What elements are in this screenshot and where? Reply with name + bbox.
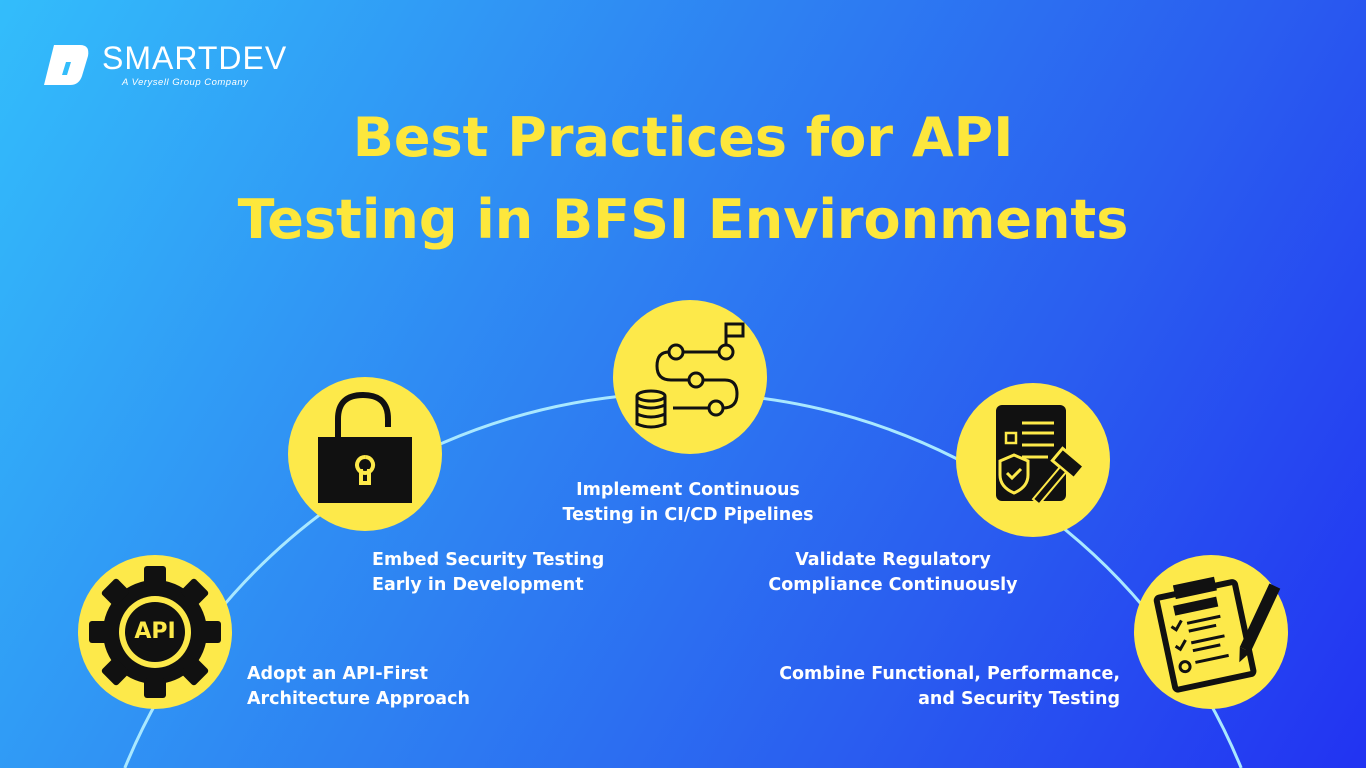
practice-label-compliance: Validate Regulatory Compliance Continuou… [693,548,1093,598]
practice-node-security [288,377,442,531]
practice-node-cicd [613,300,767,454]
checklist-icon [1153,576,1281,693]
label-line: Compliance Continuously [768,575,1018,595]
practice-label-cicd: Implement Continuous Testing in CI/CD Pi… [488,478,888,528]
label-line: Implement Continuous [576,480,800,500]
api-badge-text: API [134,619,176,644]
label-line: Testing in CI/CD Pipelines [562,505,814,525]
label-line: and Security Testing [918,689,1120,709]
page-title-line2: Testing in BFSI Environments [237,188,1129,251]
brand-name: SMARTDEV [102,40,288,76]
page-title-line1: Best Practices for API [352,106,1014,169]
label-line: Architecture Approach [247,689,470,709]
label-line: Adopt an API-First [247,664,428,684]
practice-node-combined-testing [1134,555,1288,709]
label-line: Embed Security Testing [372,550,605,570]
practice-node-compliance [956,383,1110,537]
label-line: Early in Development [372,575,584,595]
practice-label-api-first: Adopt an API-First Architecture Approach [247,662,470,712]
label-line: Validate Regulatory [795,550,991,570]
label-line: Combine Functional, Performance, [779,664,1120,684]
practice-label-security: Embed Security Testing Early in Developm… [372,548,604,598]
brand-tagline: A Verysell Group Company [122,77,249,88]
pipeline-icon [635,322,745,429]
practice-label-combined-testing: Combine Functional, Performance, and Sec… [720,662,1120,712]
smartdev-logo-icon [44,45,89,85]
padlock-icon [318,391,412,503]
practice-node-api-first: API [78,555,232,709]
api-gear-icon [89,566,221,698]
compliance-document-icon [996,405,1087,506]
